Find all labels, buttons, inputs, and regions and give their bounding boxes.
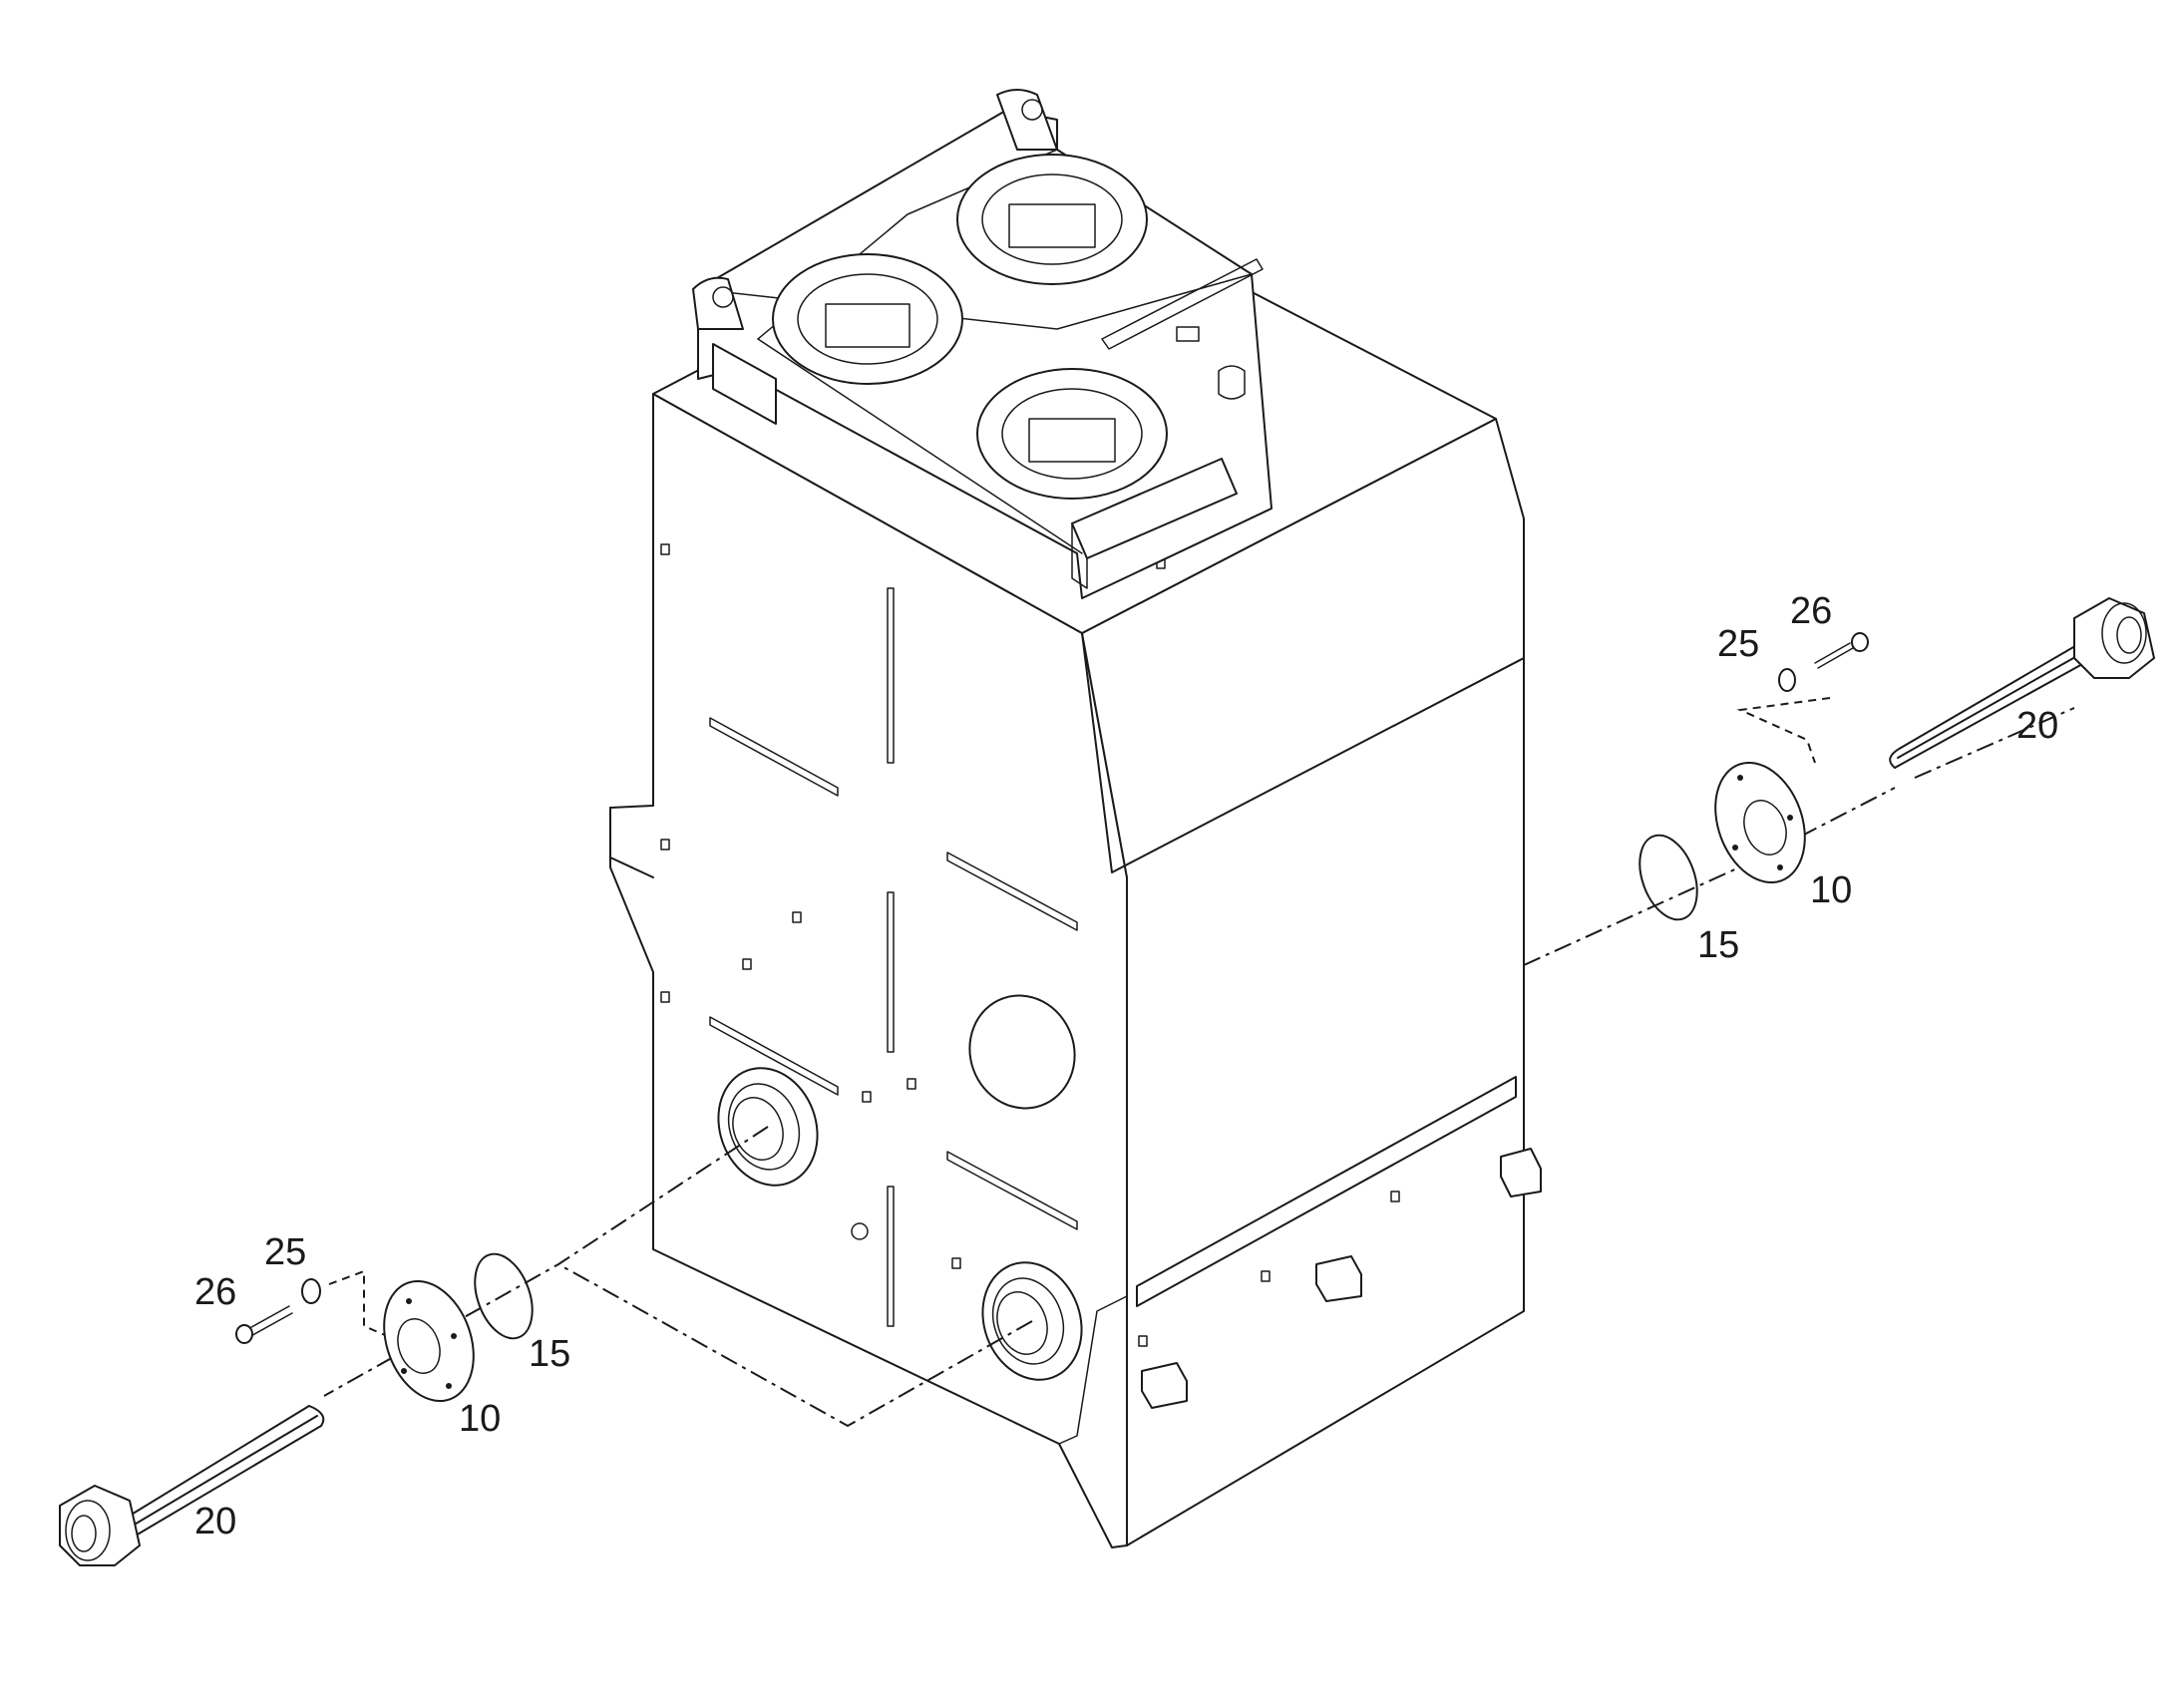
top-frame xyxy=(692,89,1272,599)
callout-left-26: 26 xyxy=(194,1271,236,1313)
left-screw-leader xyxy=(328,1269,400,1342)
left-exploded-assembly xyxy=(59,1126,1033,1566)
callout-left-25: 25 xyxy=(264,1231,306,1273)
right-axis-continuation xyxy=(1914,707,2075,779)
terminal-box xyxy=(1071,458,1238,559)
left-washer xyxy=(301,1278,321,1304)
housing-rib xyxy=(946,1151,1078,1230)
callout-right-25: 25 xyxy=(1717,623,1759,665)
housing-bevel-edge xyxy=(1081,632,1525,873)
left-screw xyxy=(235,1305,293,1344)
housing-side-lug xyxy=(609,807,654,878)
callout-right-15: 15 xyxy=(1697,924,1739,966)
junction-box xyxy=(1500,1148,1542,1197)
right-exploded-assembly xyxy=(1523,597,2155,966)
housing-rib-vertical xyxy=(887,891,895,1053)
housing-rib-vertical xyxy=(887,587,895,764)
right-washer xyxy=(1778,668,1796,692)
left-heating-element xyxy=(59,1405,325,1566)
right-o-ring xyxy=(1638,834,1698,921)
housing-rib xyxy=(709,717,839,797)
housing-rib xyxy=(946,852,1078,931)
housing-rib-vertical xyxy=(887,1186,895,1327)
terminal-box xyxy=(712,343,777,425)
right-heating-element xyxy=(1889,597,2155,769)
right-screw-leader xyxy=(1736,697,1831,764)
junction-box xyxy=(1315,1255,1362,1302)
left-o-ring xyxy=(474,1252,534,1340)
motor-flange xyxy=(956,154,1148,285)
callout-left-10: 10 xyxy=(459,1398,501,1440)
motor-flange xyxy=(772,253,963,385)
callout-left-15: 15 xyxy=(529,1333,570,1375)
left-lower-axis xyxy=(557,1263,1033,1428)
callout-labels: 26 25 20 10 15 25 26 15 10 20 xyxy=(194,590,2058,1542)
lifting-lug xyxy=(996,89,1058,151)
housing-rib xyxy=(709,1016,839,1096)
top-rail xyxy=(1101,258,1264,350)
housing-base-rail xyxy=(1136,1076,1517,1307)
cover-plate xyxy=(968,994,1076,1110)
callout-right-10: 10 xyxy=(1810,869,1852,911)
callout-right-20: 20 xyxy=(2016,705,2058,747)
left-flange xyxy=(383,1279,475,1403)
junction-box xyxy=(1141,1362,1188,1409)
motor-flange xyxy=(976,368,1168,500)
callout-left-20: 20 xyxy=(194,1501,236,1542)
right-flange xyxy=(1714,761,1806,884)
right-screw xyxy=(1814,632,1869,669)
callout-right-26: 26 xyxy=(1790,590,1832,632)
